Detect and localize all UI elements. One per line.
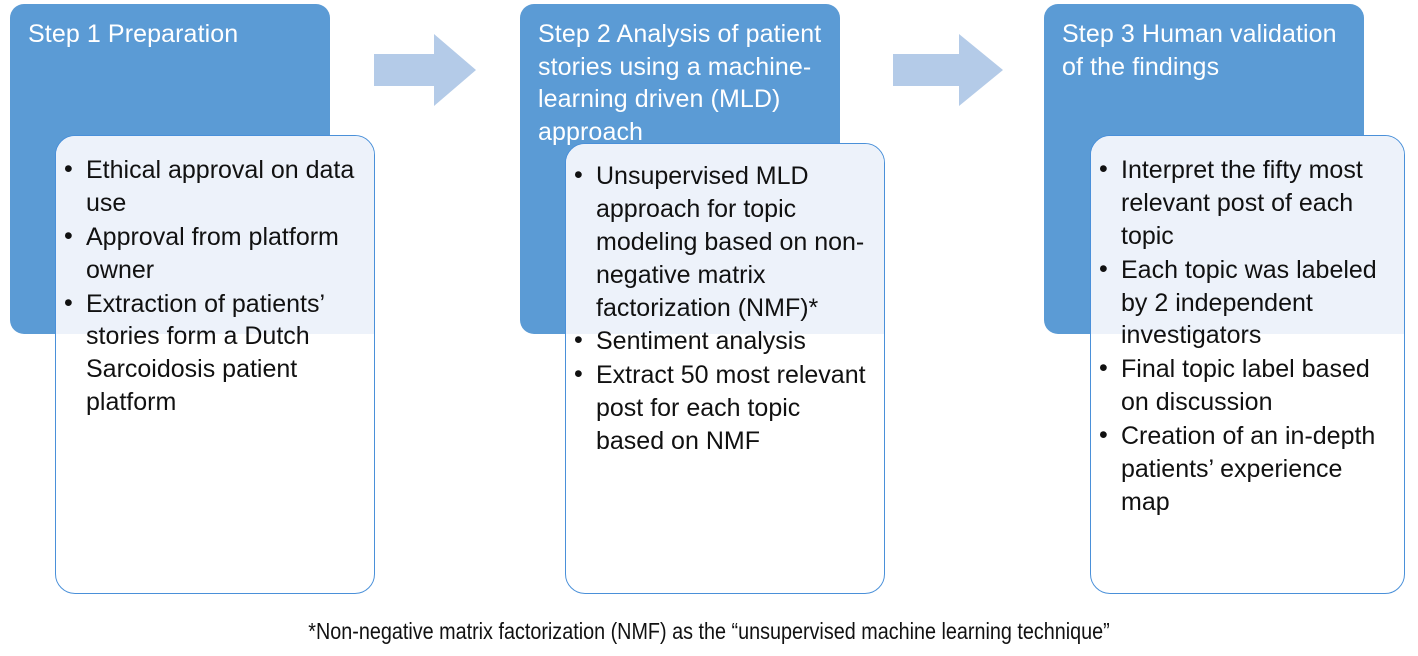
step-3-bullet-list: Interpret the fifty most relevant post o… [1091,136,1404,519]
step-2-title: Step 2 Analysis of patient stories using… [538,20,822,146]
list-item: Ethical approval on data use [60,153,360,220]
list-item: Interpret the fifty most relevant post o… [1095,153,1396,253]
step-3-title: Step 3 Human validation of the findings [1062,20,1337,81]
list-item: Approval from platform owner [60,220,360,287]
step-3-detail-card: Interpret the fifty most relevant post o… [1090,135,1405,594]
list-item: Unsupervised MLD approach for topic mode… [570,159,870,324]
list-item: Extract 50 most relevant post for each t… [570,358,870,458]
step-2-bullet-list: Unsupervised MLD approach for topic mode… [566,144,884,458]
list-item: Extraction of patients’ stories form a D… [60,287,360,420]
step-1-title: Step 1 Preparation [28,20,239,48]
footnote-nmf-definition: *Non-negative matrix factorization (NMF)… [308,618,1110,644]
step-2-detail-card: Unsupervised MLD approach for topic mode… [565,143,885,594]
list-item: Creation of an in-depth patients’ experi… [1095,419,1396,519]
arrow-step1-to-step2 [374,34,476,106]
arrow-step2-to-step3 [893,34,1003,106]
step-1-bullet-list: Ethical approval on data use Approval fr… [56,136,374,419]
list-item: Each topic was labeled by 2 independent … [1095,253,1396,353]
step-1-detail-card: Ethical approval on data use Approval fr… [55,135,375,594]
list-item: Final topic label based on discussion [1095,352,1396,419]
list-item: Sentiment analysis [570,324,870,358]
